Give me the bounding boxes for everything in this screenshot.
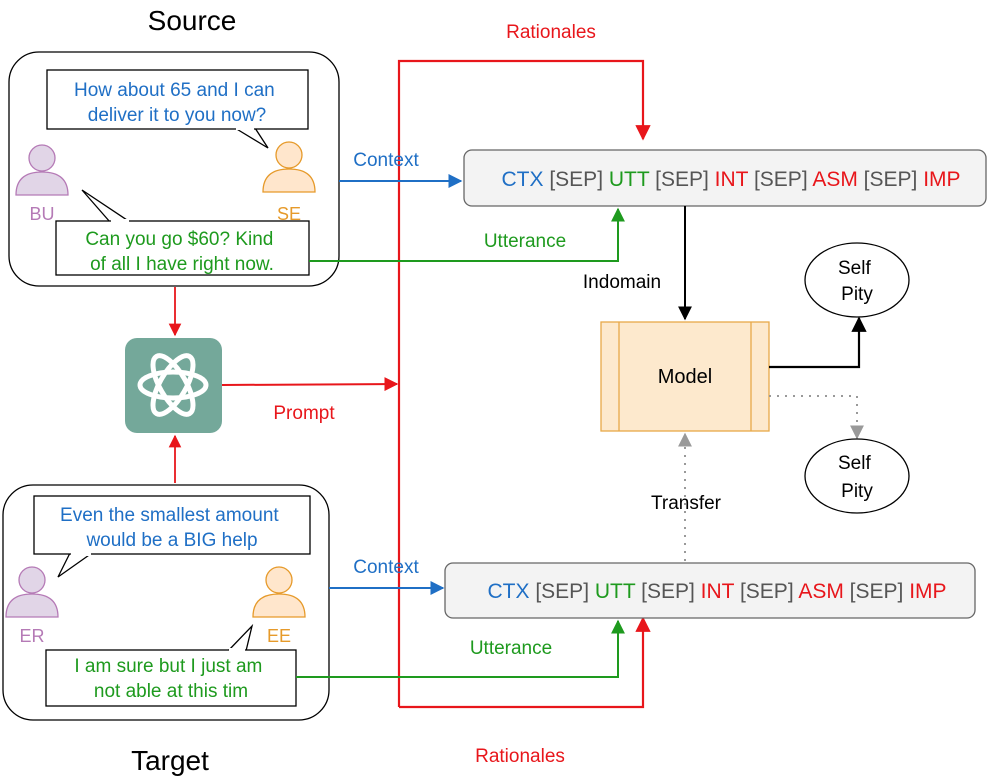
token-sep: [SEP] (635, 580, 700, 603)
person-icon (5, 566, 59, 618)
model-box (600, 321, 770, 432)
source-bubble-bottom-text: Can you go $60? Kind of all I have right… (85, 229, 278, 275)
prompt-label: Prompt (273, 403, 335, 424)
token-utt: UTT (609, 168, 650, 191)
model-to-output-top-arrow (769, 316, 867, 369)
output-bottom-label: Self Pity (838, 453, 876, 502)
context-bottom-label: Context (353, 557, 419, 578)
openai-logo-icon (125, 338, 222, 433)
rationales-frame (397, 59, 651, 707)
token-int: INT (715, 168, 749, 191)
token-sep: [SEP] (844, 580, 909, 603)
rationales-top-label: Rationales (506, 22, 596, 43)
token-sep: [SEP] (649, 168, 714, 191)
prompt-arrow (221, 377, 399, 392)
token-imp: IMP (909, 580, 946, 603)
source-title: Source (148, 5, 237, 36)
person-icon (15, 144, 69, 196)
model-label: Model (658, 366, 712, 388)
sequence-box-bottom (444, 562, 976, 619)
token-sep: [SEP] (748, 168, 812, 191)
token-imp: IMP (923, 168, 960, 191)
sequence-top-text: CTX [SEP] UTT [SEP] INT [SEP] ASM [SEP] … (472, 168, 977, 191)
token-asm: ASM (798, 580, 844, 603)
source-left-person-label: BU (29, 204, 54, 224)
source-bubble-top-tail (234, 127, 269, 149)
token-sep: [SEP] (530, 580, 595, 603)
model-to-output-bottom-arrow (769, 395, 864, 440)
sequence-bottom-text: CTX [SEP] UTT [SEP] INT [SEP] ASM [SEP] … (458, 580, 963, 603)
utterance-bottom-arrow (296, 619, 625, 678)
token-sep: [SEP] (734, 580, 798, 603)
target-right-person-label: EE (267, 626, 291, 646)
source-bubble-top (46, 69, 309, 130)
output-top-label: Self Pity (838, 258, 876, 305)
output-top-ellipse (804, 242, 910, 318)
token-ctx: CTX (488, 580, 530, 603)
person-icon (252, 566, 306, 618)
utterance-bottom-label: Utterance (470, 638, 552, 659)
token-ctx: CTX (502, 168, 544, 191)
source-bubble-bottom-tail (81, 189, 131, 223)
target-bubble-bottom-text: I am sure but I just am not able at this… (74, 656, 267, 702)
target-bubble-top (33, 495, 311, 555)
utterance-top-arrow (309, 207, 625, 262)
rationales-bottom-label: Rationales (475, 746, 565, 767)
token-int: INT (701, 580, 735, 603)
target-bubble-bottom-tail (227, 623, 254, 652)
source-bubble-top-text: How about 65 and I can deliver it to you… (74, 80, 280, 126)
utterance-top-label: Utterance (484, 231, 566, 252)
token-asm: ASM (812, 168, 858, 191)
source-right-person-label: SE (277, 204, 301, 224)
token-sep: [SEP] (858, 168, 923, 191)
indomain-label: Indomain (583, 272, 661, 293)
target-bubble-top-text: Even the smallest amount would be a BIG … (60, 505, 284, 551)
context-top-label: Context (353, 150, 419, 171)
token-utt: UTT (595, 580, 636, 603)
target-bubble-bottom (45, 649, 297, 707)
output-bottom-ellipse (804, 438, 910, 514)
person-icon (262, 141, 316, 193)
rationales-frame-bottom (399, 616, 651, 709)
target-bubble-top-tail (57, 552, 93, 578)
target-left-person-label: ER (19, 626, 44, 646)
transfer-label: Transfer (651, 493, 722, 514)
token-sep: [SEP] (544, 168, 609, 191)
source-bubble-bottom (55, 220, 310, 276)
target-title: Target (131, 745, 209, 776)
sequence-box-top (463, 149, 987, 207)
